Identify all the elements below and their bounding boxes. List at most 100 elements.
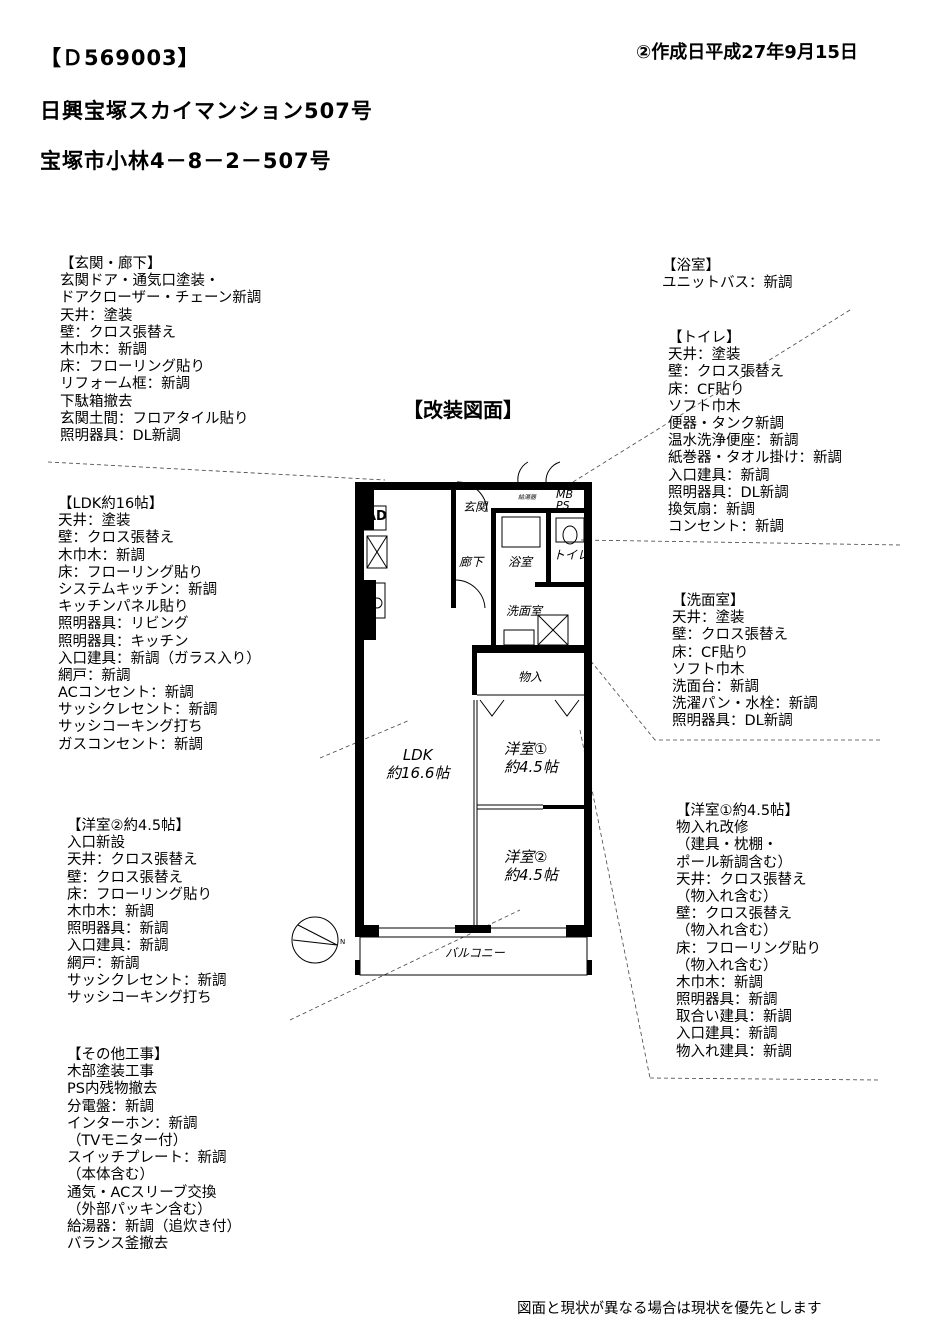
section-heading: 【洗面室】 (672, 593, 745, 609)
item: リフォーム框：新調 (60, 376, 191, 393)
fixtures (359, 461, 588, 976)
item: （物入れ含む） (676, 923, 778, 940)
item: コンセント：新調 (668, 519, 784, 536)
item: 物入れ建具：新調 (676, 1043, 792, 1060)
section-heading: 【洋室②約4.5帖】 (67, 818, 191, 834)
water-heater-label: 給湯器 (518, 494, 537, 501)
genkan-label: 玄関 (463, 500, 488, 514)
item: 照明器具：新調 (676, 992, 778, 1009)
item: システムキッチン：新調 (58, 581, 218, 598)
item: 床：CF貼り (668, 381, 745, 398)
item: 天井：塗装 (668, 347, 741, 364)
footer-note: 図面と現状が異なる場合は現状を優先とします (517, 1301, 822, 1317)
item: スイッチプレート：新調 (67, 1150, 227, 1167)
item: 壁：クロス張替え (67, 869, 183, 886)
room1-name: 洋室① (504, 740, 548, 758)
item: 洗面台：新調 (672, 678, 759, 695)
item: 天井：クロス張替え (676, 871, 807, 888)
section-heading: 【玄関・廊下】 (60, 256, 162, 272)
ad-label: AD (366, 509, 387, 524)
item: 照明器具：DL新調 (668, 484, 789, 501)
item: キッチンパネル貼り (58, 599, 189, 616)
item: バランス釜撤去 (67, 1236, 169, 1253)
item: 網戸：新調 (58, 667, 131, 684)
item: 紙巻器・タオル掛け：新調 (668, 450, 842, 467)
item: 木巾木：新調 (676, 974, 763, 991)
item: 入口建具：新調（ガラス入り） (58, 650, 261, 667)
toilet-section: 【トイレ】天井：塗装壁：クロス張替え床：CF貼りソフト巾木便器・タンク新調温水洗… (668, 330, 842, 536)
item: PS内残物撤去 (67, 1081, 158, 1098)
room2-section: 【洋室②約4.5帖】入口新設天井：クロス張替え壁：クロス張替え床：フローリング貼… (67, 818, 227, 1007)
room1-size: 約4.5帖 (504, 758, 558, 776)
item: 通気・ACスリーブ交換 (67, 1184, 217, 1201)
entrance-section: 【玄関・廊下】玄関ドア・通気口塗装・ドアクローザー・チェーン新調天井：塗装壁：ク… (60, 256, 261, 445)
plan-title: 【改装図面】 (403, 398, 523, 422)
item: ユニットバス：新調 (662, 275, 793, 292)
ps-label: PS (556, 499, 570, 512)
room1-section: 【洋室①約4.5帖】物入れ改修（建具・枕棚・ポール新調含む）天井：クロス張替え（… (676, 803, 821, 1061)
bath-section: 【浴室】ユニットバス：新調 (662, 258, 793, 292)
item: 入口新設 (67, 835, 125, 852)
property-code: 【Ｄ569003】 (40, 46, 200, 70)
item: 天井：クロス張替え (67, 852, 198, 869)
item: 壁：クロス張替え (58, 530, 174, 547)
ldk-name: LDK (402, 746, 433, 764)
room2-size: 約4.5帖 (504, 866, 558, 884)
item: 照明器具：リビング (58, 616, 189, 633)
item: サッシクレセント：新調 (67, 972, 227, 989)
item: 玄関ドア・通気口塗装・ (60, 273, 220, 290)
toilet-label: トイレ (553, 548, 590, 562)
ldk-section: 【LDK約16帖】天井：塗装壁：クロス張替え木巾木：新調床：フローリング貼りシス… (58, 496, 261, 754)
item: 天井：塗装 (60, 307, 133, 324)
item: 洗濯パン・水栓：新調 (672, 696, 818, 713)
item: 取合い建具：新調 (676, 1009, 792, 1026)
item: （TVモニター付） (67, 1132, 188, 1149)
creation-date: ②作成日平成27年9月15日 (636, 42, 858, 63)
item: 照明器具：キッチン (58, 633, 189, 650)
item: 下駄箱撤去 (60, 393, 133, 410)
item: 便器・タンク新調 (668, 415, 784, 432)
item: ソフト巾木 (668, 398, 741, 415)
section-heading: 【洋室①約4.5帖】 (676, 803, 800, 819)
item: 照明器具：DL新調 (672, 713, 793, 730)
item: （外部パッキン含む） (67, 1201, 212, 1218)
item: 床：フローリング貼り (676, 940, 821, 957)
compass-icon (291, 916, 339, 964)
item: 木巾木：新調 (60, 341, 147, 358)
room2-name: 洋室② (504, 848, 548, 866)
mb-label: MB (556, 488, 574, 501)
item: 入口建具：新調 (676, 1026, 778, 1043)
item: 照明器具：DL新調 (60, 427, 181, 444)
item: ACコンセント：新調 (58, 685, 194, 702)
item: 木巾木：新調 (67, 903, 154, 920)
item: インターホン：新調 (67, 1115, 198, 1132)
building-name: 日興宝塚スカイマンション507号 (40, 99, 373, 123)
section-heading: 【浴室】 (662, 258, 720, 274)
section-heading: 【その他工事】 (67, 1047, 169, 1063)
item: 分電盤：新調 (67, 1098, 154, 1115)
walls (355, 482, 592, 975)
closet-label: 物入 (518, 670, 543, 684)
item: 壁：クロス張替え (676, 906, 792, 923)
item: （物入れ含む） (676, 888, 778, 905)
section-heading: 【トイレ】 (668, 330, 741, 346)
item: 入口建具：新調 (668, 467, 770, 484)
item: （物入れ含む） (676, 957, 778, 974)
item: 入口建具：新調 (67, 938, 169, 955)
item: サッシコーキング打ち (58, 719, 203, 736)
item: 壁：クロス張替え (60, 324, 176, 341)
item: 物入れ改修 (676, 820, 749, 837)
item: 床：フローリング貼り (58, 564, 203, 581)
item: 壁：クロス張替え (668, 364, 784, 381)
item: 床：フローリング貼り (60, 359, 205, 376)
item: ドアクローザー・チェーン新調 (60, 290, 262, 307)
item: 床：フローリング貼り (67, 886, 212, 903)
item: （本体含む） (67, 1167, 154, 1184)
north-label: N (340, 938, 346, 946)
ldk-size: 約16.6帖 (386, 764, 450, 782)
balcony-label: バルコニー (445, 946, 505, 960)
